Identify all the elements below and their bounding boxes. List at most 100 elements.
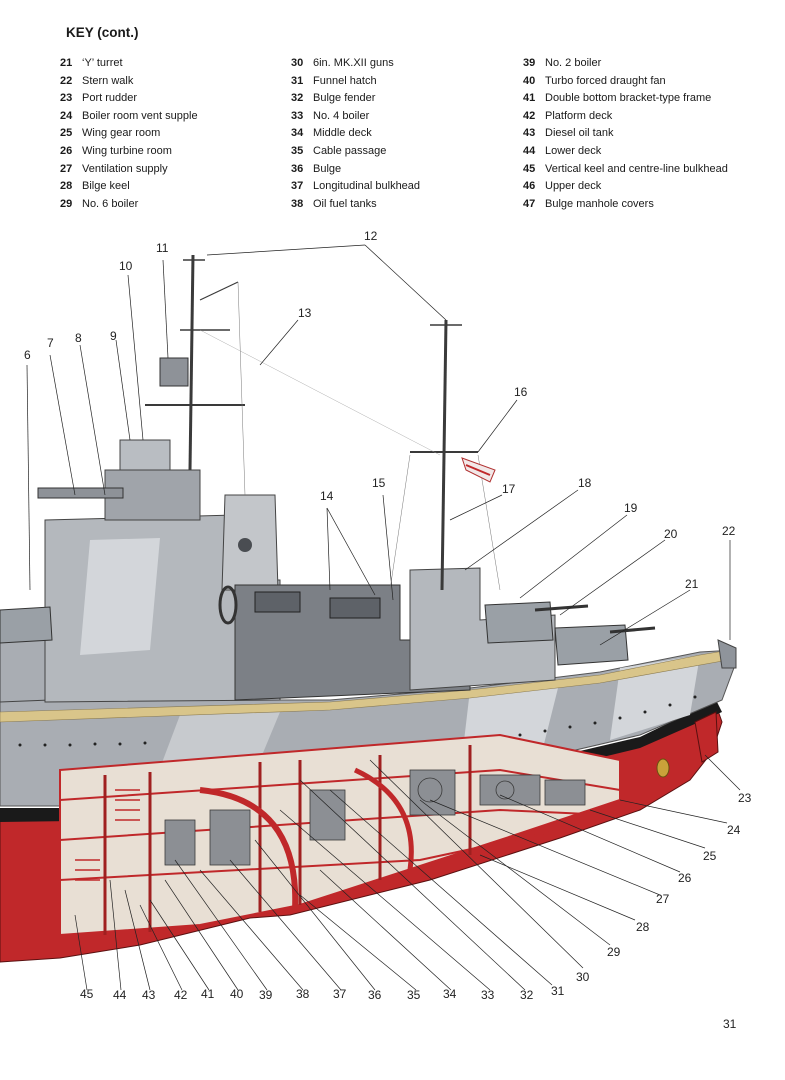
key-number: 45: [523, 162, 536, 175]
callout-23: 23: [738, 791, 752, 805]
key-number: 46: [523, 180, 536, 193]
key-label: Wing gear room: [82, 127, 161, 140]
key-label: Ventilation supply: [82, 162, 168, 175]
callout-45: 45: [80, 987, 94, 1001]
key-label: No. 6 boiler: [82, 197, 139, 210]
key-label: ‘Y’ turret: [82, 57, 123, 69]
x-turret: [484, 601, 554, 644]
key-number: 23: [60, 92, 73, 105]
searchlight: [238, 538, 252, 552]
key-label: Wing turbine room: [82, 144, 172, 157]
callout-14: 14: [320, 489, 334, 503]
key-label: Double bottom bracket-type frame: [545, 92, 712, 105]
key-label: Turbo forced draught fan: [545, 74, 666, 87]
key-heading: KEY (cont.): [66, 25, 139, 40]
key-label: Longitudinal bulkhead: [313, 180, 421, 193]
aa-mount: [254, 591, 301, 613]
propeller: [656, 758, 670, 778]
key-number: 35: [291, 144, 304, 157]
key-label: Lower deck: [545, 144, 602, 157]
life-ring: [218, 585, 238, 625]
key-item: 27 Ventilation supply: [60, 161, 295, 179]
key-number: 36: [291, 162, 304, 175]
callout-27: 27: [656, 892, 670, 906]
key-label: Oil fuel tanks: [313, 197, 377, 210]
callout-30: 30: [576, 970, 590, 984]
callout-10: 10: [119, 259, 133, 273]
ladders: [75, 789, 140, 881]
superstructure: [0, 357, 656, 703]
key-label: Bulge fender: [313, 92, 376, 105]
callout-11: 11: [156, 241, 169, 255]
callout-15: 15: [372, 476, 386, 490]
callout-29: 29: [607, 945, 621, 959]
callout-40: 40: [230, 987, 244, 1001]
key-label: 6in. MK.XII guns: [313, 57, 394, 69]
battleship-cutaway-illustration: 6 7 8 9 10 11 12 13 14 15 16 17 18 19 20…: [0, 229, 752, 1002]
key-item: 39 No. 2 boiler: [523, 55, 758, 73]
key-label: Bulge: [313, 162, 342, 175]
key-label: Port rudder: [82, 92, 138, 105]
callout-labels: 6 7 8 9 10 11 12 13 14 15 16 17 18 19 20…: [24, 229, 752, 1002]
key-number: 38: [291, 197, 304, 210]
bulge-frame: [353, 767, 414, 871]
callout-38: 38: [296, 987, 310, 1001]
key-item: 29 No. 6 boiler: [60, 196, 295, 214]
key-number: 34: [291, 127, 304, 140]
portholes: [18, 695, 697, 747]
callout-16: 16: [514, 385, 528, 399]
callout-21: 21: [685, 577, 699, 591]
key-number: 44: [523, 144, 536, 157]
callout-22: 22: [722, 524, 736, 538]
key-label: Bilge keel: [82, 180, 130, 193]
callout-43: 43: [142, 988, 156, 1002]
key-item: 38 Oil fuel tanks: [291, 196, 526, 214]
callout-32: 32: [520, 988, 534, 1002]
callout-8: 8: [75, 331, 82, 345]
key-number: 32: [291, 92, 304, 105]
key-number: 41: [523, 92, 536, 105]
key-item: 32 Bulge fender: [291, 90, 526, 108]
x-turret-guns: [534, 604, 589, 612]
camo-light: [80, 538, 160, 655]
key-number: 42: [523, 109, 536, 122]
key-number: 29: [60, 197, 73, 210]
callout-28: 28: [636, 920, 650, 934]
key-item: 36 Bulge: [291, 161, 526, 179]
key-number: 47: [523, 197, 536, 210]
key-label: Stern walk: [82, 74, 134, 87]
y-turret: [554, 624, 629, 666]
aa-mount: [329, 597, 381, 619]
callout-20: 20: [664, 527, 678, 541]
key-item: 23 Port rudder: [60, 90, 295, 108]
key-number: 31: [291, 74, 304, 87]
aft-superstructure: [409, 567, 556, 691]
callout-12: 12: [364, 229, 378, 243]
key-item: 41 Double bottom bracket-type frame: [523, 90, 758, 108]
rudder: [694, 711, 719, 763]
callout-39: 39: [259, 988, 273, 1002]
callout-24: 24: [727, 823, 741, 837]
bridge-upper: [119, 439, 171, 471]
key-number: 27: [60, 162, 73, 175]
key-number: 39: [523, 57, 536, 69]
key-label: No. 2 boiler: [545, 57, 602, 69]
key-label: Diesel oil tank: [545, 127, 614, 140]
key-label: Funnel hatch: [313, 74, 377, 87]
callout-25: 25: [703, 849, 717, 863]
flying-platform: [37, 487, 124, 499]
key-label: Platform deck: [545, 109, 613, 122]
key-item: 44 Lower deck: [523, 143, 758, 161]
foremast: [188, 254, 195, 471]
